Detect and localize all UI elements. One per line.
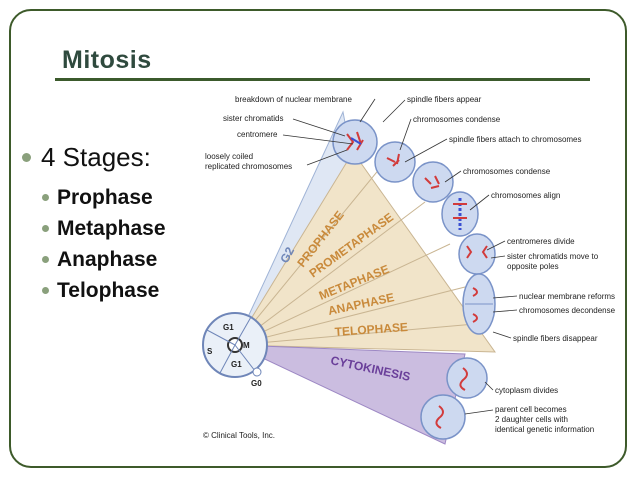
bullet-dot (22, 152, 31, 162)
sub-bullet-text: Telophase (57, 278, 160, 302)
stage-divider (234, 201, 426, 346)
label-nuclear-breakdown: breakdown of nuclear membrane (235, 95, 353, 104)
label-membrane-reforms: nuclear membrane reforms (519, 292, 615, 301)
label-sister-chromatids: sister chromatids (223, 114, 283, 123)
label-spindle-attach: spindle fibers attach to chromosomes (449, 135, 582, 144)
main-bullet-text: 4 Stages: (41, 141, 151, 172)
cell-prophase (332, 119, 378, 165)
stage-divider (234, 286, 466, 346)
leader-line (306, 149, 348, 166)
sub-bullet-prophase: Prophase (36, 182, 166, 213)
leader-line (484, 381, 494, 391)
leader-line (492, 295, 518, 299)
title-underline (55, 78, 590, 81)
leader-line (492, 309, 518, 313)
slide-title: Mitosis (62, 46, 152, 74)
wheel-divider (219, 344, 236, 374)
label-centromeres-divide: centromeres divide (507, 237, 575, 246)
wheel-divider (206, 329, 236, 346)
label-spindle-appear: spindle fibers appear (407, 95, 482, 104)
bullet-dot (42, 225, 49, 232)
bullet-list: 4 Stages: Prophase Metaphase Anaphase Te… (18, 140, 166, 306)
label-chromosomes-condense-2: chromosomes condense (463, 167, 551, 176)
stage-divider (234, 161, 386, 346)
leader-line (464, 409, 494, 415)
stage-divider (234, 243, 451, 346)
cell-telophase (462, 273, 496, 335)
cell-metaphase (441, 191, 479, 237)
bullet-dot (42, 287, 49, 294)
mitosis-wedge (234, 151, 496, 353)
leader-line (444, 170, 462, 183)
label-cytoplasm-divides: cytoplasm divides (495, 386, 558, 395)
bullet-dot (42, 256, 49, 263)
stage-divider (234, 323, 476, 346)
cell-anaphase (458, 233, 496, 275)
leader-line (399, 118, 412, 151)
leader-line (486, 240, 506, 251)
mitosis-diagram: G2 PROPHASE PROMETAPHASE METAPHASE ANAPH… (202, 95, 616, 445)
wheel-label-g0: G0 (251, 379, 262, 388)
sub-bullet-text: Anaphase (57, 247, 158, 271)
cell-prometaphase-2 (412, 161, 454, 203)
bullet-dot (42, 194, 49, 201)
wheel-divider (234, 316, 252, 346)
main-bullet: 4 Stages: (18, 140, 166, 174)
label-chromosomes-decondense: chromosomes decondense (519, 306, 616, 315)
wheel-label-g1: G1 (223, 323, 234, 332)
label-spindle-disappear: spindle fibers disappear (513, 334, 598, 343)
sub-bullet-metaphase: Metaphase (36, 213, 166, 244)
sub-bullet-anaphase: Anaphase (36, 244, 166, 275)
label-loosely-coiled: loosely coiled (205, 152, 253, 161)
sub-bullet-text: Prophase (57, 185, 153, 209)
label-parent-cell: parent cell becomes (495, 405, 567, 414)
leader-line (359, 98, 376, 123)
sub-bullet-telophase: Telophase (36, 275, 166, 306)
label-centromere: centromere (237, 130, 278, 139)
g0-node (252, 367, 262, 377)
leader-line (404, 138, 448, 163)
label-identical-info: identical genetic information (495, 425, 594, 434)
wheel-divider (234, 344, 256, 372)
leader-line (492, 331, 512, 339)
leader-line (292, 118, 346, 137)
cell-cytokinesis-2 (420, 394, 466, 440)
wheel-label-s: S (207, 347, 213, 356)
stage-label-telophase: TELOPHASE (334, 320, 408, 339)
stage-label-g2: G2 (277, 244, 297, 265)
label-chromatids-move: sister chromatids move to (507, 252, 599, 261)
label-chromosomes-condense: chromosomes condense (413, 115, 501, 124)
cell-prometaphase (374, 141, 416, 183)
cell-cytokinesis-1 (446, 357, 488, 399)
leader-line (282, 134, 354, 145)
label-opposite-poles: opposite poles (507, 262, 559, 271)
credit-text: © Clinical Tools, Inc. (203, 431, 275, 440)
wheel-label-g1b: G1 (231, 360, 242, 369)
label-daughter-cells: 2 daughter cells with (495, 415, 568, 424)
leader-line (490, 255, 506, 259)
label-replicated-chromosomes: replicated chromosomes (205, 162, 292, 171)
wheel-label-m: M (243, 341, 250, 350)
sub-bullet-text: Metaphase (57, 216, 166, 240)
leader-line (382, 99, 406, 123)
leader-line (469, 194, 490, 211)
label-chromosomes-align: chromosomes align (491, 191, 560, 200)
